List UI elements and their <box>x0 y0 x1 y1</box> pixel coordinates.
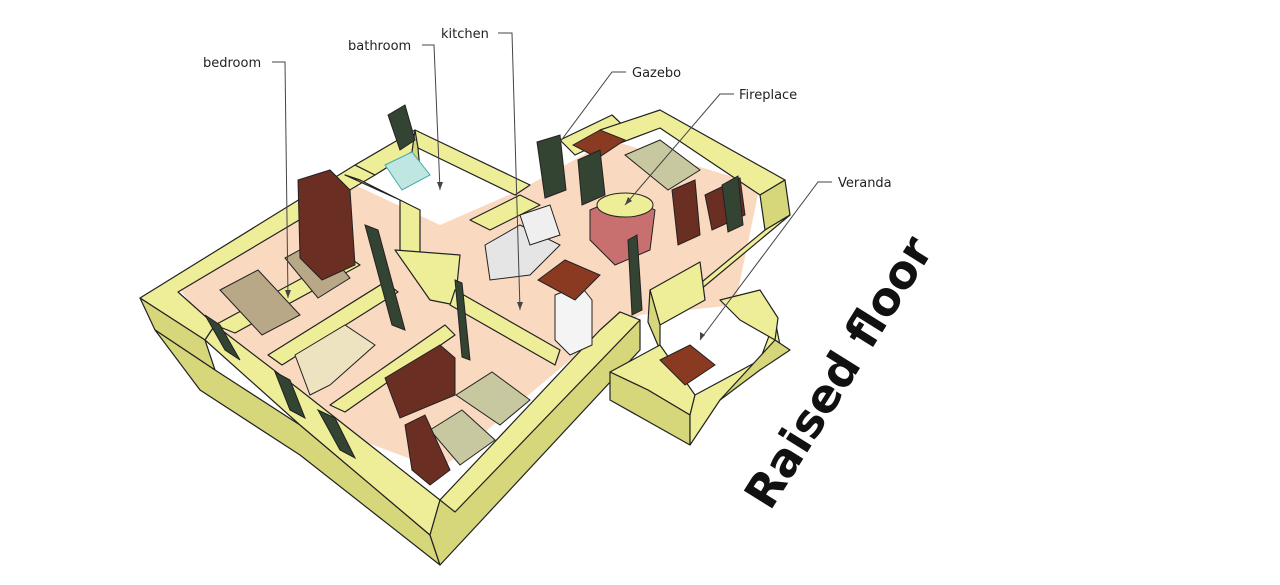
bed-fireplace <box>624 139 701 191</box>
stove <box>519 204 561 246</box>
door-fireplace <box>671 179 701 246</box>
label-gazebo: Gazebo <box>632 66 681 81</box>
callout-gazebo <box>559 71 626 143</box>
callout-bathroom <box>422 44 441 191</box>
bed-lower-2 <box>429 409 496 466</box>
windows <box>204 104 744 460</box>
callout-fireplace <box>624 93 734 206</box>
window-left-1 <box>204 314 241 361</box>
window-gazebo <box>536 134 567 199</box>
window-left-2 <box>274 370 306 420</box>
callout-lines <box>272 32 832 341</box>
gazebo-table <box>571 129 627 159</box>
bed-lower <box>455 371 531 426</box>
door-dark-2 <box>454 279 471 361</box>
window-left-3 <box>316 408 357 460</box>
caption-raised-floor: Raised floor <box>734 226 944 518</box>
label-bathroom: bathroom <box>348 39 411 54</box>
label-kitchen: kitchen <box>441 27 489 42</box>
label-veranda: Veranda <box>838 176 892 191</box>
wardrobe <box>297 169 356 281</box>
dresser <box>384 344 456 419</box>
veranda-table <box>659 344 716 386</box>
shower <box>384 151 431 191</box>
cabinet-lower <box>404 414 451 486</box>
callout-kitchen <box>498 32 521 311</box>
dining-table <box>537 259 601 301</box>
callout-bedroom <box>272 61 289 299</box>
label-fireplace: Fireplace <box>739 88 797 103</box>
window-gazebo-2 <box>577 149 606 206</box>
callout-arrows <box>285 182 705 340</box>
door-dark-1 <box>364 224 406 331</box>
label-bedroom: bedroom <box>203 56 261 71</box>
bed-left <box>219 269 301 336</box>
window-right <box>721 175 744 233</box>
window-bathroom <box>387 104 416 151</box>
sofa <box>294 324 376 396</box>
callout-veranda <box>699 181 832 341</box>
door-dark-3 <box>627 234 643 316</box>
